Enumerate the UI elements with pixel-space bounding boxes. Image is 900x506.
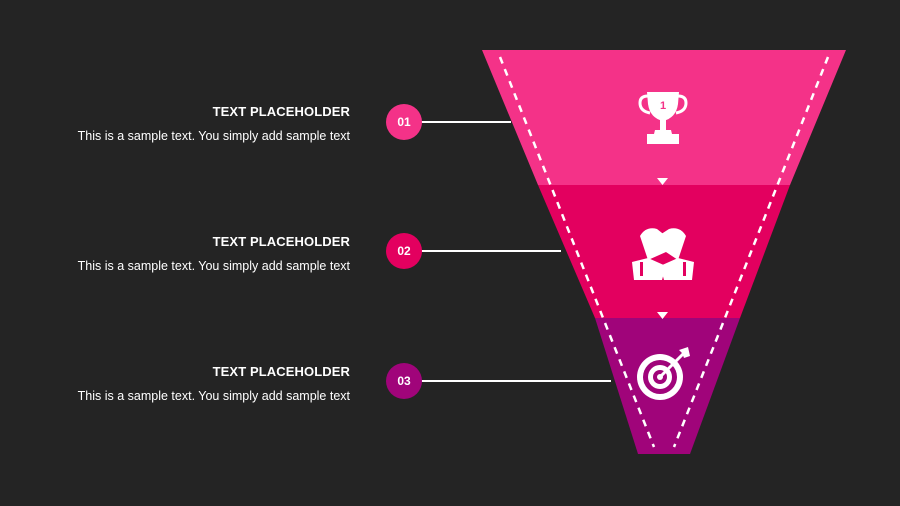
- item-2: TEXT PLACEHOLDER This is a sample text. …: [40, 234, 350, 274]
- trophy-icon: [638, 92, 688, 144]
- stage-arrow-2: [657, 312, 668, 319]
- step-badge-1: 01: [386, 104, 422, 140]
- item-description: This is a sample text. You simply add sa…: [77, 259, 350, 273]
- connector-3: [421, 380, 611, 382]
- connector-2: [421, 250, 561, 252]
- target-icon: [637, 347, 690, 400]
- item-description: This is a sample text. You simply add sa…: [77, 389, 350, 403]
- item-title: TEXT PLACEHOLDER: [212, 104, 350, 119]
- funnel-dashed-line-right: [672, 56, 830, 448]
- funnel-dashed-line-left: [498, 56, 656, 448]
- step-badge-2: 02: [386, 233, 422, 269]
- handshake-icon: [632, 228, 694, 280]
- item-title: TEXT PLACEHOLDER: [212, 234, 350, 249]
- connector-1: [421, 121, 511, 123]
- item-3: TEXT PLACEHOLDER This is a sample text. …: [40, 364, 350, 404]
- step-badge-3: 03: [386, 363, 422, 399]
- stage-arrow-1: [657, 178, 668, 185]
- item-description: This is a sample text. You simply add sa…: [77, 129, 350, 143]
- item-title: TEXT PLACEHOLDER: [212, 364, 350, 379]
- item-1: TEXT PLACEHOLDER This is a sample text. …: [40, 104, 350, 144]
- trophy-number: 1: [660, 100, 666, 112]
